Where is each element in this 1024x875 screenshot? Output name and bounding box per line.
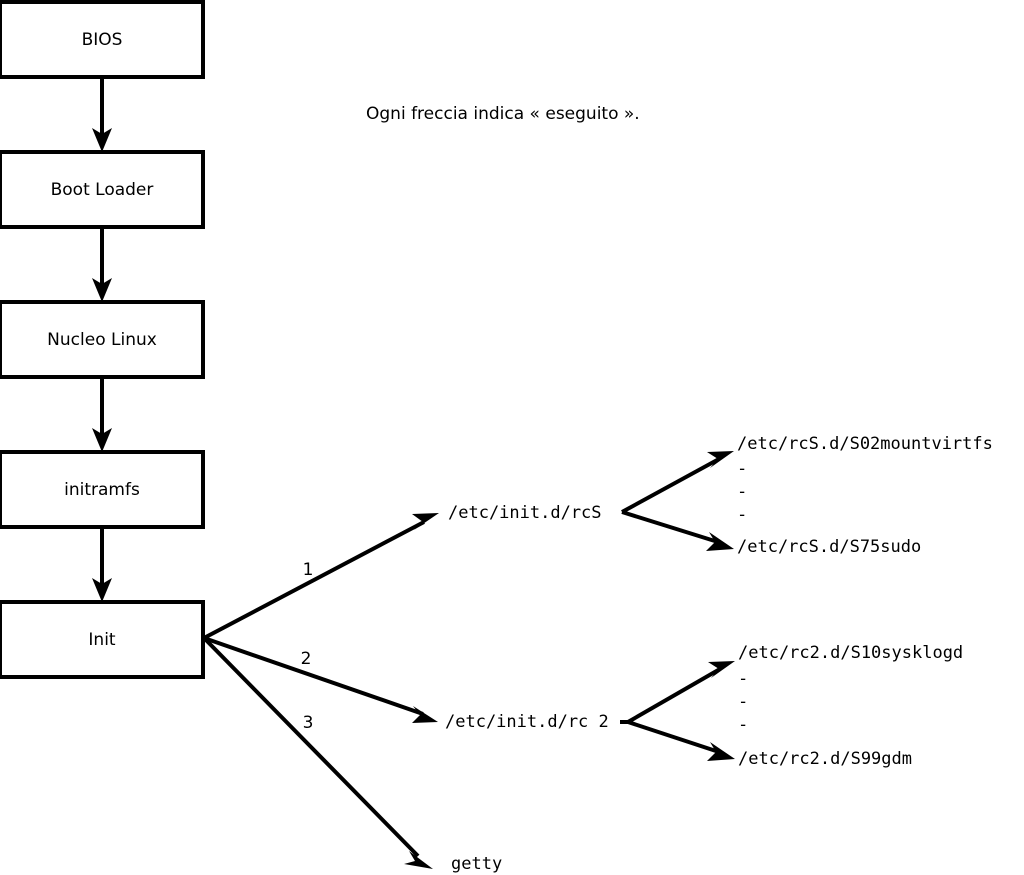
arrowhead-kernel-to-initramfs [92, 428, 112, 452]
rc2-ellipsis-dash-2: - [738, 692, 748, 712]
stage-label-boot-loader: Boot Loader [51, 180, 154, 200]
rc2-script-last: /etc/rc2.d/S99gdm [738, 749, 912, 769]
arrowhead-branch-1 [412, 513, 439, 530]
rc2-subfan-line-top [627, 667, 721, 724]
branch-target-getty: getty [451, 854, 502, 874]
branch-number-2: 2 [301, 649, 312, 669]
branch-number-1: 1 [303, 560, 314, 580]
branch-line-1 [203, 520, 425, 640]
stage-box-bios[interactable]: BIOS [0, 0, 205, 79]
branch-target-rcs: /etc/init.d/rcS [448, 503, 602, 523]
box-outline-nucleo-linux [0, 300, 205, 379]
diagram-caption: Ogni freccia indica « eseguito ». [366, 104, 640, 124]
arrowhead-rcs-first [707, 451, 734, 468]
rc2-ellipsis-dash-1: - [738, 669, 748, 689]
arrowhead-bootloader-to-kernel [92, 278, 112, 302]
box-outline-initramfs [0, 450, 205, 529]
box-outline-boot-loader [0, 150, 205, 229]
arrowhead-branch-3 [404, 851, 433, 869]
arrowhead-rc2-last [707, 742, 735, 761]
stage-box-init[interactable]: Init [0, 600, 205, 679]
box-outline-bios [0, 0, 205, 79]
stage-label-nucleo-linux: Nucleo Linux [47, 330, 157, 350]
box-outline-init [0, 600, 205, 679]
arrowhead-rc2-first [708, 661, 735, 678]
rcs-subfan-line-bottom [621, 510, 719, 544]
rcs-ellipsis-dash-3: - [737, 505, 747, 525]
stage-box-nucleo-linux[interactable]: Nucleo Linux [0, 300, 205, 379]
rc2-ellipsis-dash-3: - [738, 715, 748, 735]
rcs-subfan [621, 451, 734, 551]
rcs-script-first: /etc/rcS.d/S02mountvirtfs [737, 434, 993, 454]
rc2-subfan-line-bottom [627, 720, 720, 754]
rcs-ellipsis-dash-1: - [737, 459, 747, 479]
arrowhead-rcs-last [706, 532, 734, 551]
branch-number-3: 3 [303, 713, 314, 733]
arrowhead-bios-to-bootloader [92, 128, 112, 152]
stage-box-boot-loader[interactable]: Boot Loader [0, 150, 205, 229]
branch-target-rc2: /etc/init.d/rc 2 [445, 712, 609, 732]
branch-line-3 [202, 636, 420, 858]
rcs-subfan-line-top [621, 457, 720, 514]
init-fanout-branches [202, 513, 439, 869]
rc2-script-first: /etc/rc2.d/S10sysklogd [738, 643, 963, 663]
stage-box-initramfs[interactable]: initramfs [0, 450, 205, 529]
rc2-subfan [620, 661, 735, 761]
arrowhead-branch-2 [412, 706, 438, 723]
arrowhead-initramfs-to-init [92, 578, 112, 602]
stage-label-bios: BIOS [82, 30, 123, 50]
stage-label-initramfs: initramfs [64, 480, 140, 500]
vertical-connectors [92, 77, 112, 602]
stage-label-init: Init [88, 630, 116, 650]
rcs-ellipsis-dash-2: - [737, 482, 747, 502]
rcs-script-last: /etc/rcS.d/S75sudo [737, 537, 921, 557]
branch-line-2 [203, 636, 424, 716]
